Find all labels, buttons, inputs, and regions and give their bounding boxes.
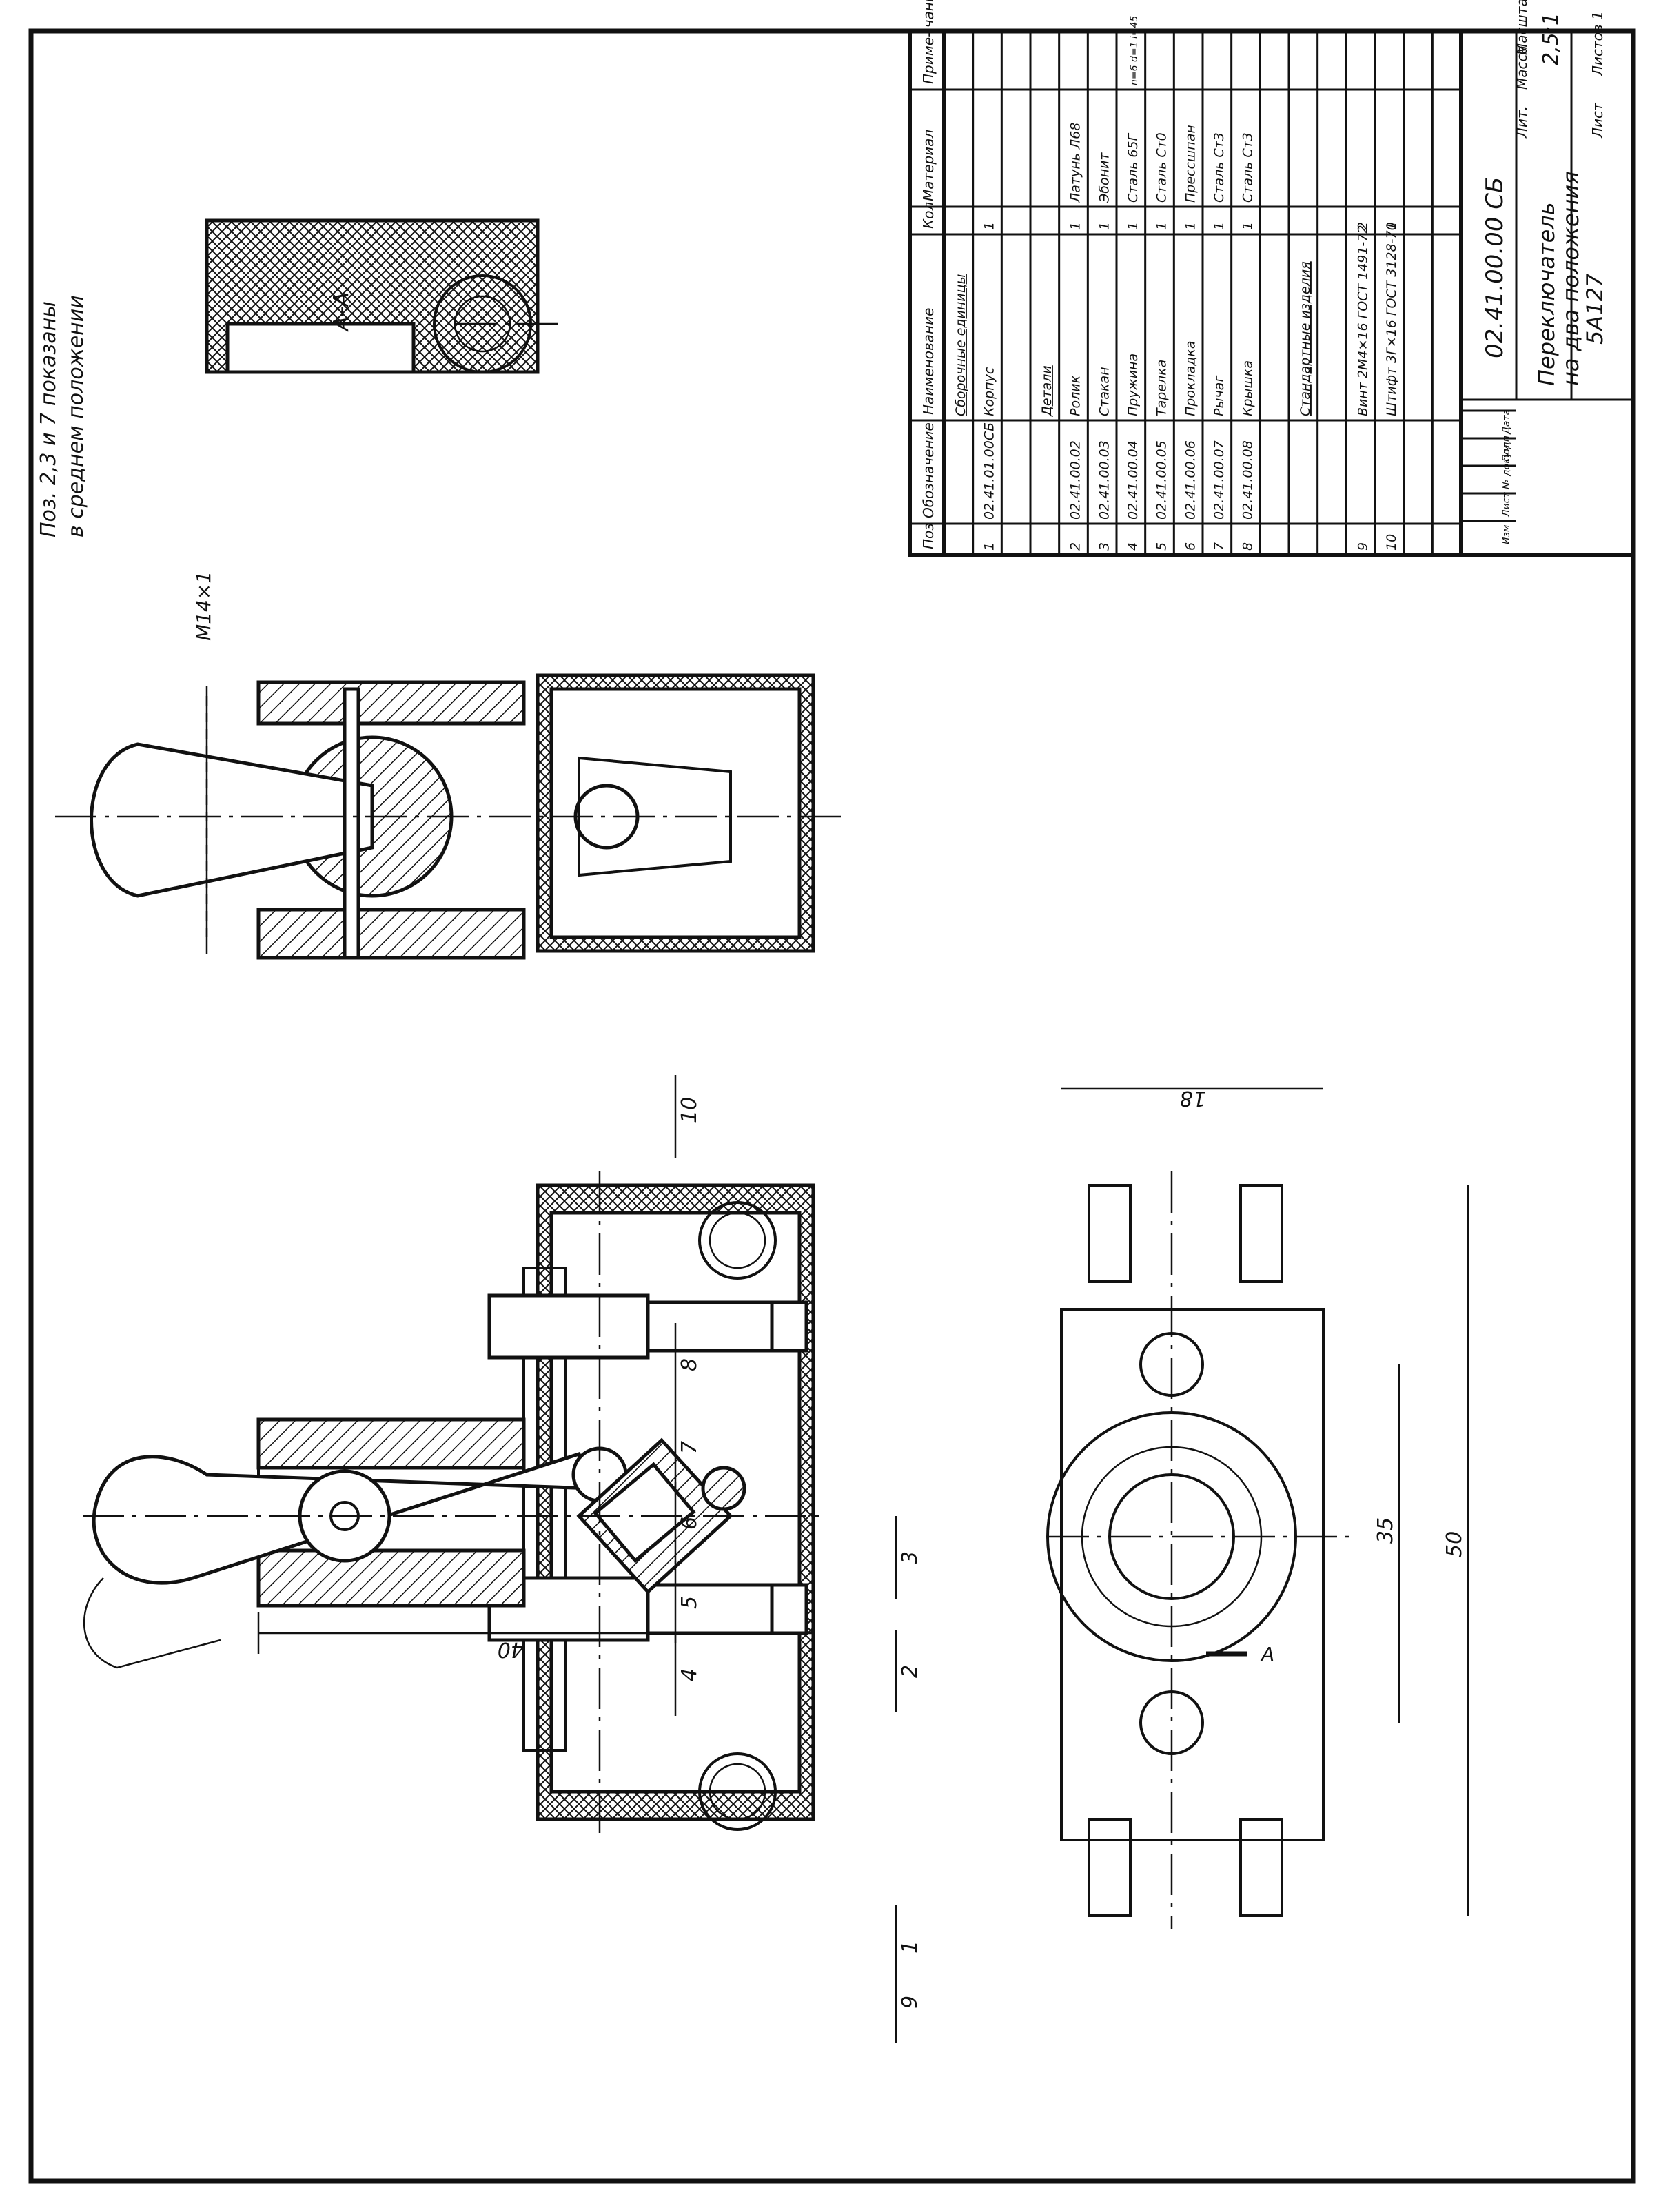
note-line-1: Поз. 2,3 и 7 показаны — [37, 301, 61, 537]
scale-label: Масштаб — [1514, 0, 1530, 55]
spec-cell-designation: 02.41.00.07 — [1212, 440, 1227, 520]
spec-cell-name: Детали — [1039, 365, 1054, 417]
spec-cell-pos: 3 — [1097, 542, 1112, 551]
note-line-2: в среднем положении — [64, 295, 88, 537]
scale-value: 2,5:1 — [1539, 12, 1563, 65]
leader-6: 6 — [677, 1517, 702, 1530]
spec-cell-name: Штифт 3Г×16 ГОСТ 3128-70 — [1384, 222, 1399, 416]
spec-cell-qty: 1 — [1154, 222, 1170, 230]
dim-40: 40 — [498, 1637, 524, 1661]
spec-cell-designation: 02.41.00.02 — [1068, 440, 1083, 520]
spec-cell-qty: 2 — [1355, 222, 1370, 230]
spec-cell-pos: 7 — [1212, 542, 1227, 551]
spec-cell-name: Пружина — [1125, 354, 1141, 416]
spec-cell-qty: 1 — [1068, 222, 1083, 230]
dim-35: 35 — [1374, 1517, 1398, 1544]
spec-cell-material: Латунь Л68 — [1068, 123, 1083, 203]
leader-7: 7 — [677, 1441, 702, 1454]
title-block: 02.41.00.00 СБ Переключатель на два поло… — [1459, 0, 1635, 557]
spec-header-material: Материал — [920, 130, 937, 201]
spec-cell-material: Прессшпан — [1183, 125, 1198, 203]
stamp-col-label: Изм — [1501, 524, 1512, 544]
spec-cell-name: Стакан — [1097, 367, 1112, 416]
stamp-col-label: № докум — [1501, 444, 1512, 490]
dim-50: 50 — [1443, 1531, 1467, 1557]
spec-header-designation: Обозначение — [920, 422, 937, 518]
spec-cell-qty: 1 — [1097, 222, 1112, 230]
leader-9: 9 — [898, 1996, 922, 2009]
spec-cell-qty: 1 — [1241, 222, 1256, 230]
mass-label: Масса — [1514, 45, 1530, 90]
spec-cell-qty: 1 — [1384, 222, 1399, 230]
leader-4: 4 — [677, 1668, 702, 1681]
lit-label: Лит. — [1514, 106, 1530, 139]
spec-cell-pos: 2 — [1068, 542, 1083, 551]
spec-cell-qty: 1 — [982, 222, 997, 230]
spec-header-pos: Поз — [920, 523, 937, 549]
spec-cell-material: Сталь Ст3 — [1212, 132, 1227, 203]
title-line-2: на два положения — [1558, 172, 1584, 386]
leader-2: 2 — [898, 1665, 922, 1678]
spec-cell-name: Ролик — [1068, 375, 1083, 416]
section-label: А–А — [329, 292, 354, 332]
section-a-a-view: А–А — [205, 218, 565, 374]
spec-header-qty: Кол — [920, 202, 937, 229]
spec-cell-material: Эбонит — [1097, 152, 1112, 203]
spec-cell-pos: 9 — [1355, 542, 1370, 551]
stamp-col-label: Лист — [1501, 492, 1512, 518]
spec-cell-note: n=6 d=1 i=45 — [1129, 16, 1140, 85]
spec-cell-name: Рычаг — [1212, 375, 1227, 416]
spec-header-note: Приме- чание — [920, 0, 937, 84]
sheet-label: Лист — [1589, 102, 1606, 139]
specification-table: Приме- чаниеМатериалКолНаименованиеОбозн… — [908, 0, 1635, 557]
spec-cell-material: Сталь Ст3 — [1241, 132, 1256, 203]
side-section-view: 40 — [83, 1171, 827, 1833]
stamp-col-label: Дата — [1501, 409, 1512, 435]
spec-cell-pos: 10 — [1384, 534, 1399, 551]
leader-8: 8 — [677, 1358, 702, 1371]
spec-cell-designation: 02.41.00.04 — [1125, 440, 1141, 520]
spec-cell-pos: 6 — [1183, 542, 1198, 551]
leader-1: 1 — [898, 1940, 922, 1954]
spec-cell-pos: 8 — [1241, 542, 1256, 551]
spec-cell-material: Сталь Ст0 — [1154, 132, 1170, 203]
spec-cell-name: Прокладка — [1183, 341, 1198, 417]
spec-cell-qty: 1 — [1183, 222, 1198, 230]
dim-18: 18 — [1180, 1086, 1206, 1110]
spec-cell-designation: 02.41.01.00СБ — [982, 422, 997, 520]
spec-cell-pos: 4 — [1125, 542, 1141, 551]
sheets-label: Листов 1 — [1589, 11, 1606, 76]
spec-cell-name: Крышка — [1241, 360, 1256, 416]
top-view: 18 35 50 А — [1046, 1086, 1469, 1929]
spec-cell-name: Винт 2М4×16 ГОСТ 1491-72 — [1355, 225, 1370, 416]
leader-5: 5 — [677, 1596, 702, 1609]
leader-3: 3 — [898, 1551, 922, 1564]
spec-header-name: Наименование — [920, 308, 937, 415]
spec-cell-qty: 1 — [1212, 222, 1227, 230]
title-line-3: 5А127 — [1582, 273, 1608, 345]
spec-cell-material: Сталь 65Г — [1125, 132, 1141, 203]
spec-cell-pos: 5 — [1154, 542, 1170, 551]
thread-dim: M14×1 — [192, 571, 215, 641]
spec-cell-designation: 02.41.00.08 — [1241, 440, 1256, 520]
sheet-frame — [28, 28, 1636, 2184]
section-mark-a: А — [1260, 1643, 1274, 1666]
spec-cell-name: Тарелка — [1154, 360, 1170, 416]
spec-cell-designation: 02.41.00.06 — [1183, 440, 1198, 520]
spec-cell-name: Корпус — [982, 367, 997, 416]
title-line-1: Переключатель — [1533, 202, 1560, 386]
spec-cell-designation: 02.41.00.03 — [1097, 440, 1112, 520]
leaders: 1 2 3 4 5 6 7 8 9 10 — [674, 1075, 922, 2043]
spec-cell-name: Стандартные изделия — [1298, 261, 1313, 416]
front-section-view: M14×1 — [55, 571, 841, 960]
leader-10: 10 — [677, 1097, 702, 1123]
spec-cell-pos: 1 — [982, 542, 997, 551]
spec-cell-designation: 02.41.00.05 — [1154, 440, 1170, 520]
doc-code: 02.41.00.00 СБ — [1481, 177, 1509, 358]
spec-cell-name: Сборочные единицы — [953, 274, 968, 416]
spec-cell-qty: 1 — [1125, 222, 1141, 230]
stamp-col-label: Подп — [1501, 436, 1512, 462]
